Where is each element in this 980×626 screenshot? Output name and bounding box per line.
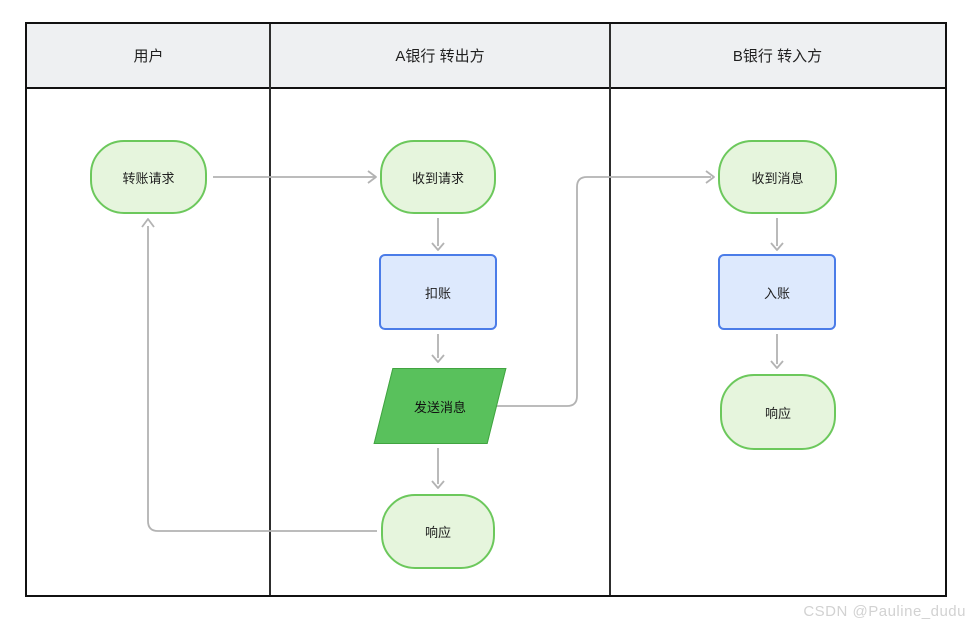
- node-receive-request-label: 收到请求: [411, 170, 464, 186]
- node-credit: 入账: [718, 254, 836, 330]
- node-response-a: 响应: [381, 494, 495, 569]
- node-transfer-request: 转账请求: [90, 140, 207, 214]
- node-transfer-request-label: 转账请求: [122, 170, 175, 186]
- node-response-a-label: 响应: [424, 525, 451, 540]
- node-send-message-label: 发送消息: [413, 399, 466, 415]
- node-receive-request: 收到请求: [380, 140, 496, 214]
- node-receive-message: 收到消息: [718, 140, 837, 214]
- lane-divider-1: [269, 24, 271, 595]
- node-debit-label: 扣账: [424, 285, 451, 301]
- lane-header-bank-b: B银行 转入方: [732, 48, 823, 65]
- watermark: CSDN @Pauline_dudu: [803, 603, 966, 620]
- node-response-b: 响应: [720, 374, 836, 450]
- node-credit-label: 入账: [763, 285, 790, 301]
- lane-header-bank-a: A银行 转出方: [395, 48, 485, 65]
- lane-header-row: 用户 A银行 转出方 B银行 转入方: [27, 24, 945, 89]
- node-send-message: 发送消息: [373, 368, 507, 444]
- node-response-b-label: 响应: [764, 405, 791, 421]
- lane-divider-2: [609, 24, 611, 595]
- node-receive-message-label: 收到消息: [751, 170, 804, 186]
- node-debit: 扣账: [379, 254, 497, 330]
- lane-header-user: 用户: [133, 48, 164, 65]
